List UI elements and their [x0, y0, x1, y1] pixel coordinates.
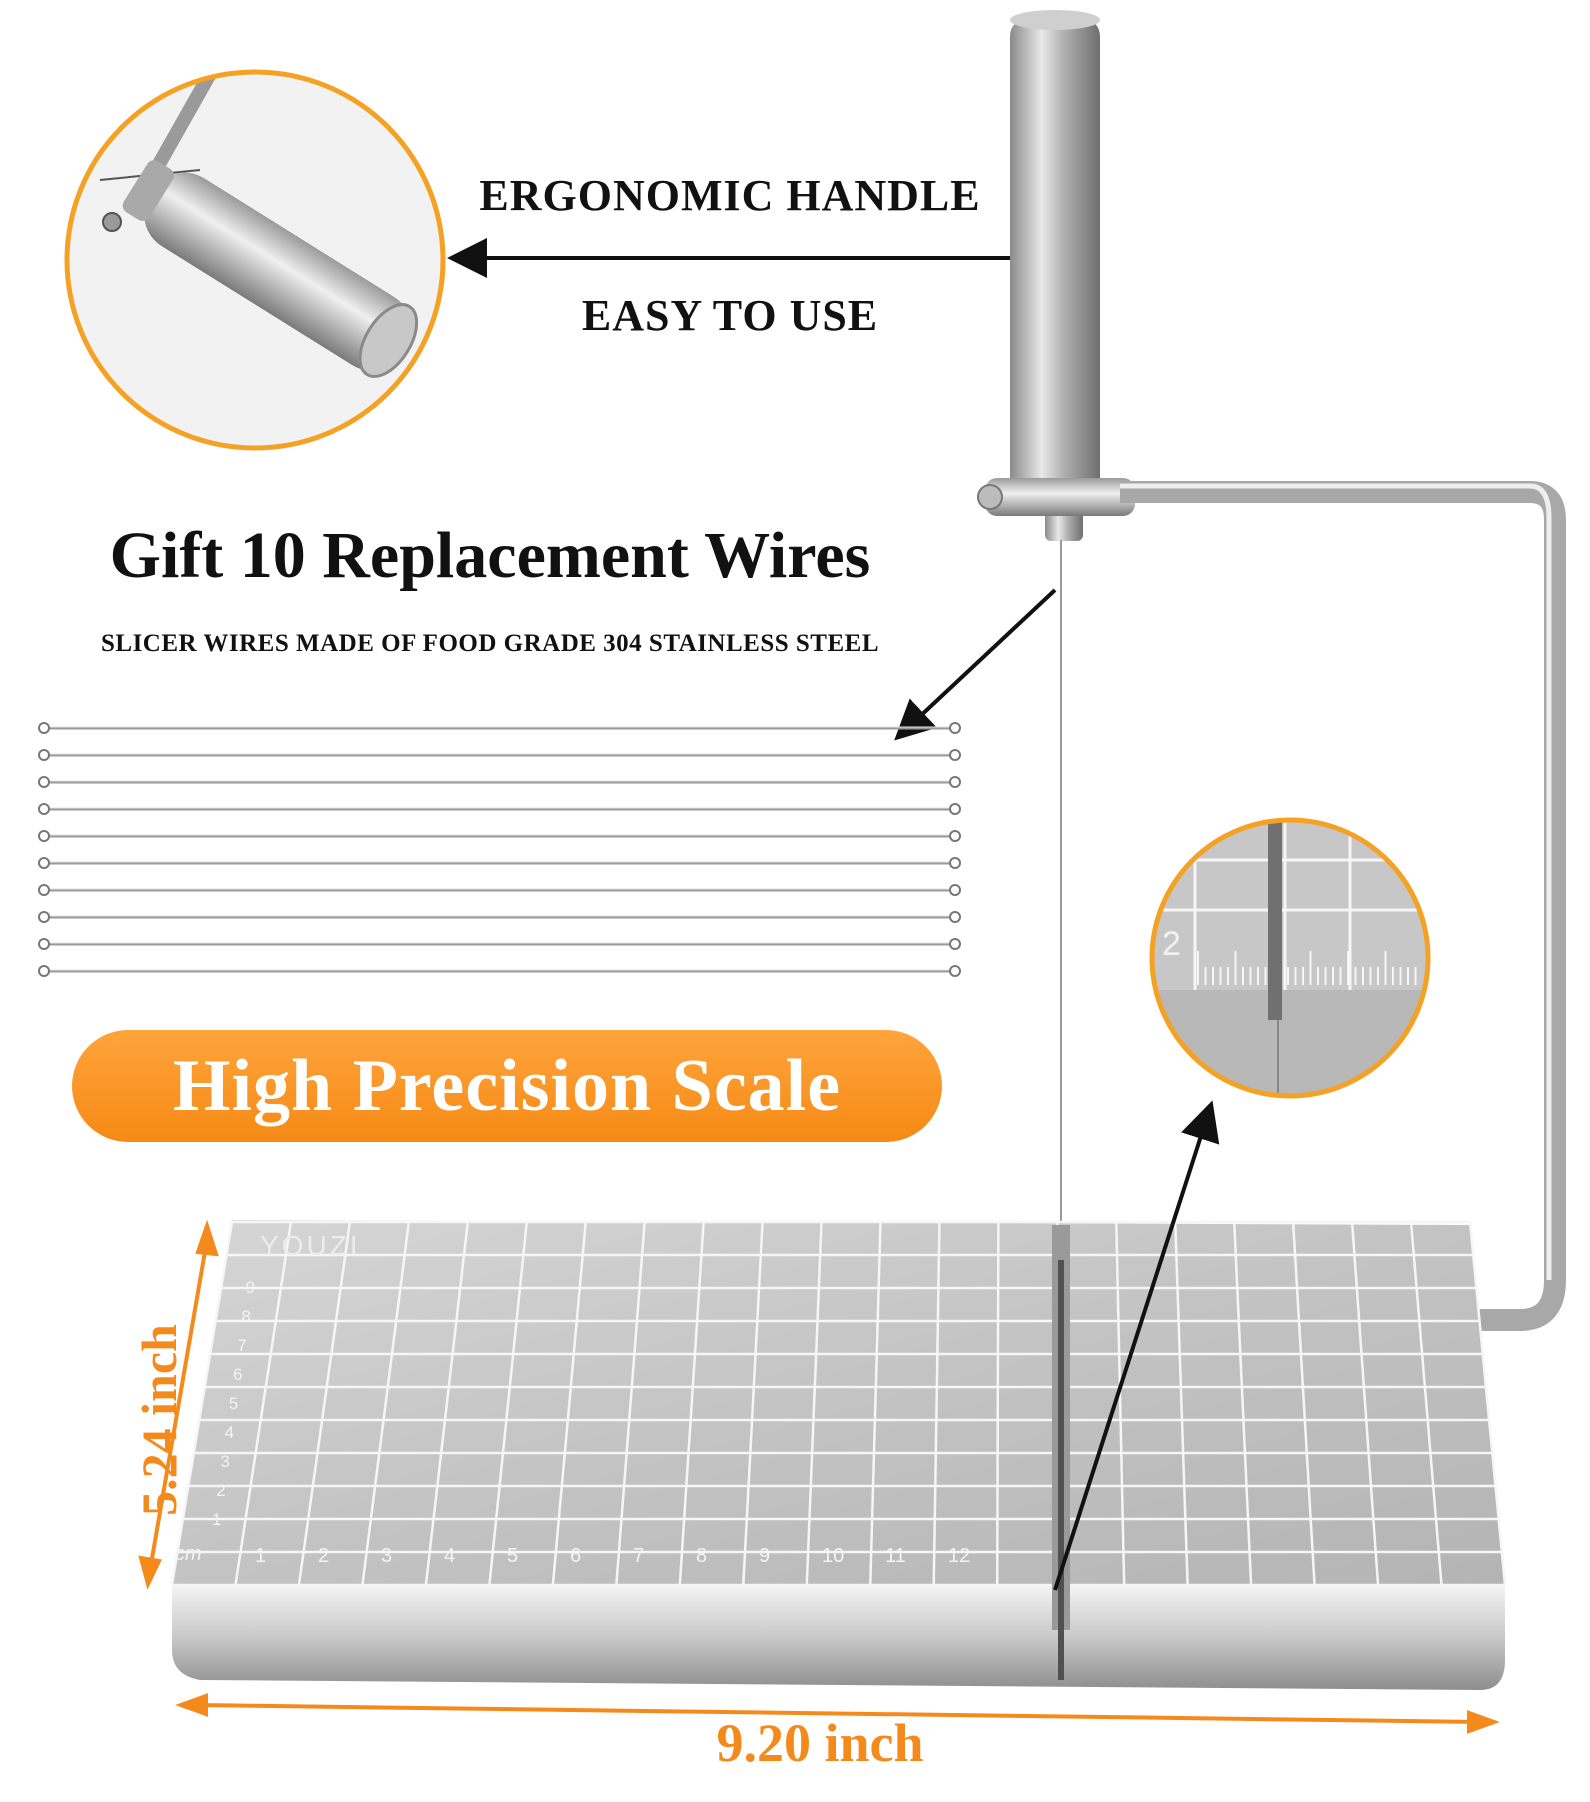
- board-x-tick: 9: [759, 1545, 770, 1567]
- scale-badge: High Precision Scale: [72, 1030, 942, 1142]
- replacement-wire: [38, 722, 961, 734]
- board-x-tick: 12: [948, 1545, 970, 1567]
- scale-zoom-circle: 2: [1149, 817, 1431, 1099]
- board-x-tick: 5: [507, 1545, 518, 1567]
- height-dimension-arrow: [138, 1219, 219, 1590]
- wires-callout-title: Gift 10 Replacement Wires: [109, 519, 871, 592]
- board-x-tick: 3: [381, 1545, 392, 1567]
- board-x-tick: 2: [318, 1545, 329, 1567]
- board-y-tick: 6: [233, 1365, 242, 1384]
- width-dimension-label: 9.20 inch: [716, 1713, 924, 1773]
- board-y-tick: 7: [237, 1336, 246, 1355]
- scale-arrow: [1053, 1100, 1220, 1591]
- slicer-handle: [1010, 10, 1100, 541]
- board-x-tick: 1: [255, 1545, 266, 1567]
- handle-zoom-circle: [64, 69, 446, 451]
- board-x-tick: 10: [822, 1545, 844, 1567]
- board-x-tick: 7: [633, 1545, 644, 1567]
- board-x-tick: 8: [696, 1545, 707, 1567]
- height-dimension-label: 5.24 inch: [131, 1324, 187, 1516]
- board-y-tick: 2: [216, 1481, 225, 1500]
- board-y-tick: 5: [229, 1394, 238, 1413]
- replacement-wire: [38, 830, 961, 842]
- board-brand: YOUZI: [260, 1230, 361, 1261]
- replacement-wires: [38, 722, 961, 977]
- replacement-wire: [38, 938, 961, 950]
- board-x-tick: 11: [885, 1545, 906, 1567]
- replacement-wire: [38, 857, 961, 869]
- board-x-tick: 4: [444, 1545, 455, 1567]
- replacement-wire: [38, 965, 961, 977]
- replacement-wire: [38, 776, 961, 788]
- replacement-wire: [38, 803, 961, 815]
- wires-callout-subtitle: SLICER WIRES MADE OF FOOD GRADE 304 STAI…: [101, 630, 879, 657]
- replacement-wire: [38, 911, 961, 923]
- board-unit-label: cm: [175, 1543, 202, 1565]
- replacement-wire: [38, 884, 961, 896]
- wires-arrow: [894, 588, 1057, 741]
- handle-callout-title: ERGONOMIC HANDLE: [479, 171, 981, 220]
- board-x-tick: 6: [570, 1545, 581, 1567]
- board-y-tick: 4: [225, 1423, 234, 1442]
- board-y-tick: 8: [241, 1307, 250, 1326]
- slicer-frame: [977, 478, 1566, 1331]
- zoom-tick-label: 2: [1162, 925, 1181, 963]
- replacement-wire: [38, 749, 961, 761]
- board-y-tick: 9: [246, 1278, 255, 1297]
- scale-badge-label: High Precision Scale: [172, 1044, 842, 1127]
- board-y-tick: 1: [212, 1510, 221, 1529]
- width-dimension-arrow: [175, 1693, 1500, 1734]
- board-y-tick: 3: [220, 1452, 229, 1471]
- handle-callout-subtitle: EASY TO USE: [581, 291, 879, 340]
